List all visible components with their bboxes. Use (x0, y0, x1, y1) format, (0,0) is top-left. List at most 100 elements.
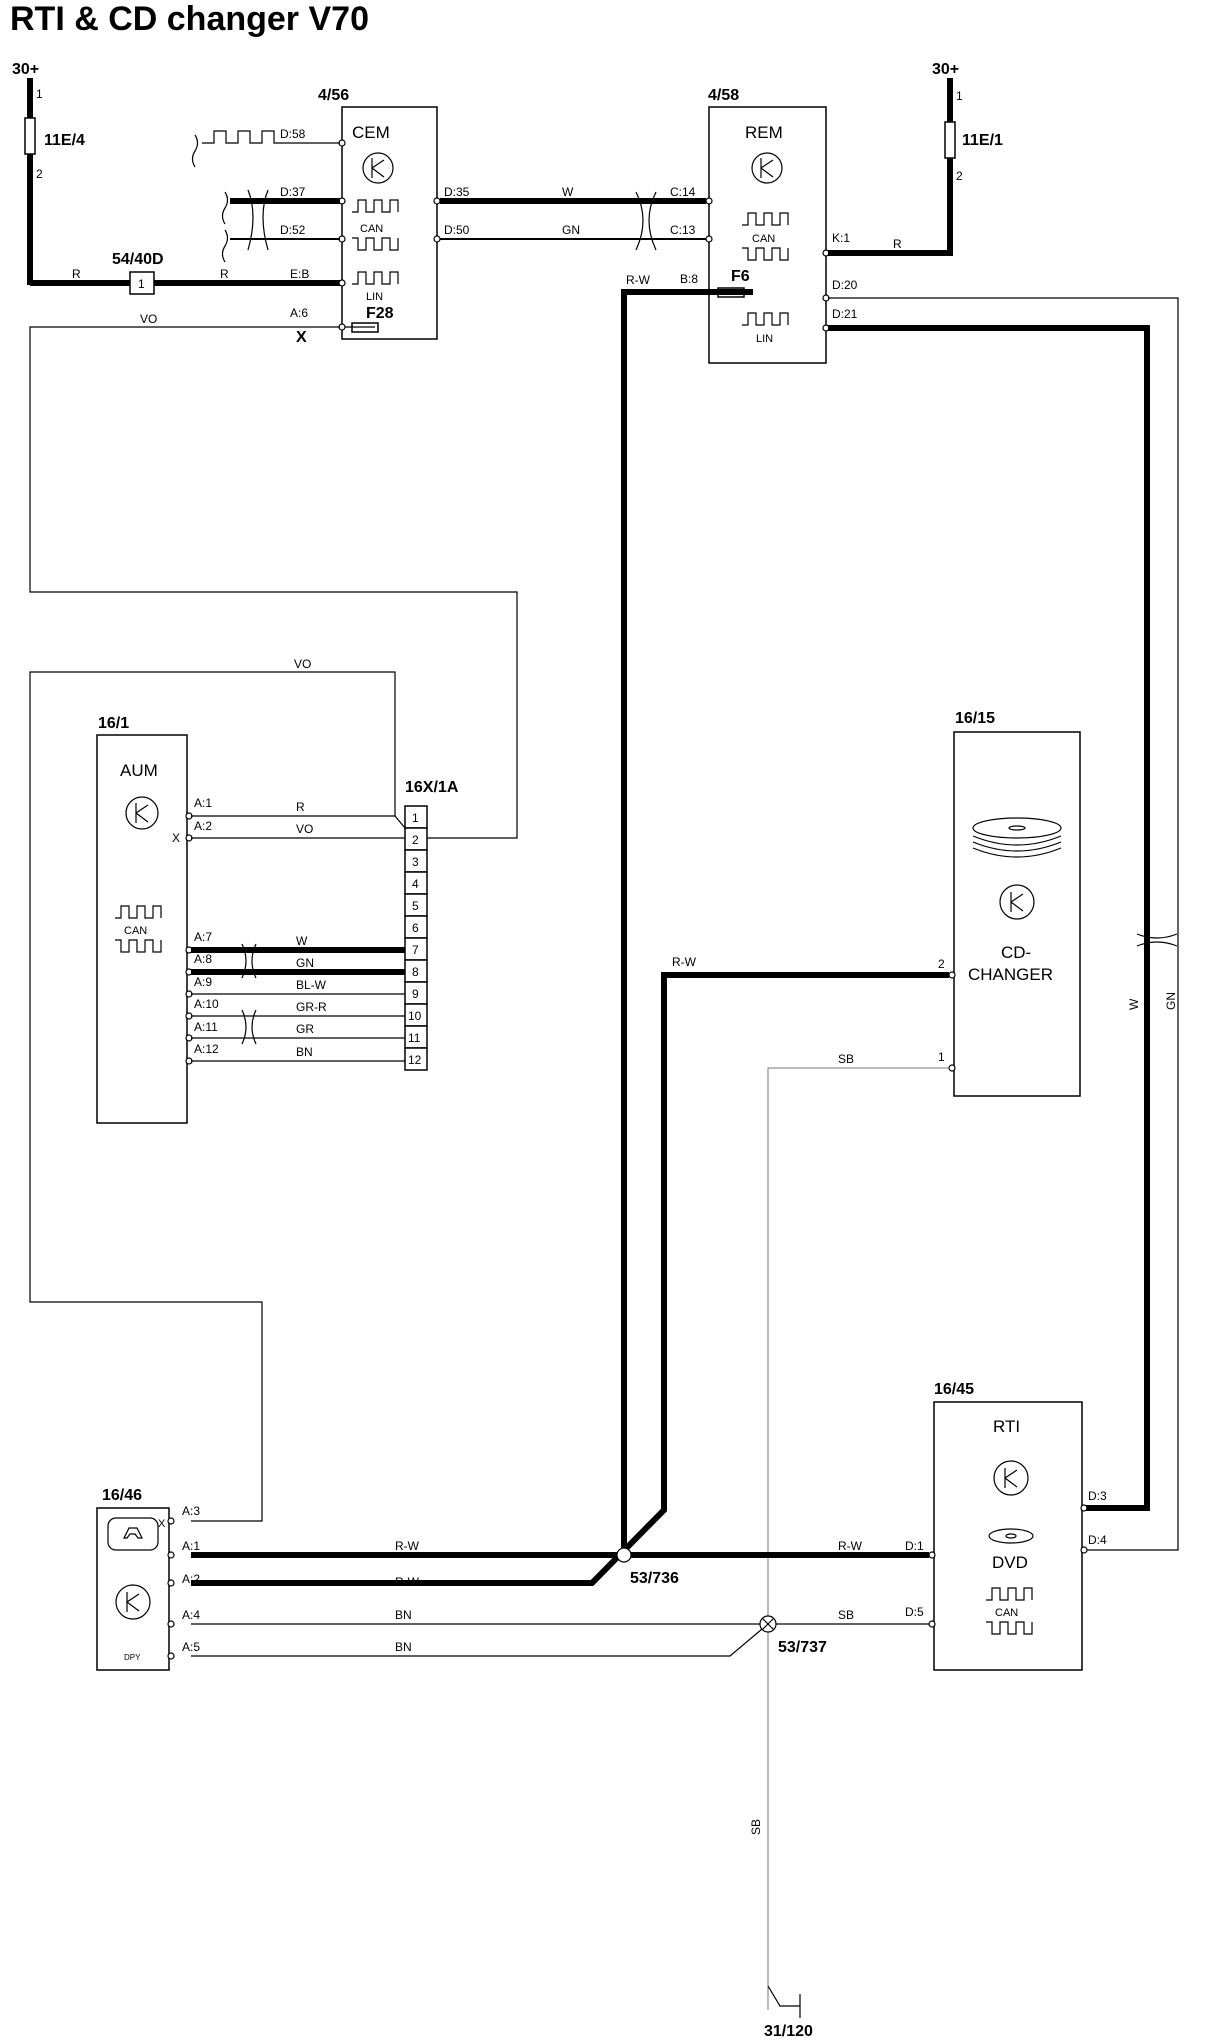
fuse-pin: 2 (956, 169, 963, 183)
pin-label: D:50 (444, 223, 470, 237)
twisted-pair (241, 1009, 257, 1045)
rti-module: 16/45 RTI DVD CAN D:3 D:4 D:1 D:5 (905, 1381, 1107, 1671)
pin-label: 1 (938, 1050, 945, 1064)
fuse-symbol (944, 121, 956, 159)
pin-label: D:5 (905, 1605, 924, 1619)
wire-color: SB (838, 1608, 854, 1622)
lin-label: LIN (756, 333, 773, 345)
wire-sb-cd (767, 1067, 949, 2010)
pin-label: A:9 (194, 975, 212, 989)
connector-id: 16X/1A (405, 779, 459, 796)
pin-dot (705, 235, 713, 243)
can-label: CAN (752, 233, 775, 245)
wire-color: GR (296, 1022, 314, 1036)
connector-pin: 10 (408, 1009, 422, 1023)
pin-label: A:5 (182, 1640, 200, 1654)
connector-pin: 1 (412, 811, 419, 825)
twisted-pair (241, 943, 257, 979)
pin-label: C:13 (670, 223, 696, 237)
wire-color: GN (562, 223, 580, 237)
wire-color: R-W (395, 1575, 420, 1589)
connector-pin: 2 (412, 833, 419, 847)
pin-label: A:11 (194, 1020, 218, 1034)
pin-label: D:1 (905, 1539, 924, 1553)
car-icon (123, 1527, 143, 1539)
dvd-label: DVD (992, 1553, 1028, 1572)
connector-pin: 5 (412, 899, 419, 913)
pin-label: A:10 (194, 997, 219, 1011)
can-signal-icon (115, 905, 162, 919)
pin-label: A:1 (194, 796, 212, 810)
pin-dot (948, 1064, 956, 1072)
connector-pin: 11 (408, 1031, 421, 1045)
wire-rw-cd (191, 972, 949, 1586)
pin-label: A:7 (194, 930, 212, 944)
module-name: CD- (1001, 943, 1031, 962)
disc-hole (1008, 825, 1026, 831)
fuse-pin: 1 (36, 87, 43, 101)
dpy-module: 16/46 DPY X A:3 A:1 A:2 A:4 A:5 (96, 1487, 200, 1671)
pin-label: B:8 (680, 272, 698, 286)
connector-cell (404, 1047, 428, 1071)
connector-pin: 3 (412, 855, 419, 869)
transistor-icon (760, 158, 774, 178)
splice-label: 53/736 (630, 1570, 679, 1587)
splice-label: 53/737 (778, 1639, 827, 1656)
pin-dot (433, 197, 441, 205)
wire-color: VO (294, 657, 311, 671)
x-mark: X (296, 329, 307, 346)
pin-label: A:1 (182, 1539, 200, 1553)
wire-color: GN (296, 956, 314, 970)
pin-label: D:52 (280, 223, 306, 237)
wire-color: R (893, 237, 902, 251)
page-title: RTI & CD changer V70 (10, 0, 369, 38)
wire-vo-loop (29, 671, 396, 1522)
pin-label: 2 (938, 957, 945, 971)
fuse-label: F6 (731, 268, 750, 285)
fuse-label: 11E/1 (962, 132, 1003, 149)
can-signal-icon (352, 237, 399, 251)
ground-label: 31/120 (764, 2023, 813, 2040)
lin-signal-icon (742, 312, 789, 326)
pin-dot (1080, 1546, 1088, 1554)
pin-label: A:4 (182, 1608, 200, 1622)
module-id: 16/46 (102, 1487, 142, 1504)
connector-pin: 9 (412, 987, 419, 1001)
pulse-wire (202, 130, 340, 144)
wire-color: GR-R (296, 1000, 327, 1014)
wire-color: R-W (672, 955, 697, 969)
disc-stack-icon (972, 817, 1062, 839)
wire-color: R-W (395, 1539, 420, 1553)
fuse-label: F28 (366, 305, 394, 322)
wire-vo (29, 326, 518, 839)
pin-label: D:21 (832, 307, 858, 321)
twisted-pair (1136, 933, 1178, 947)
pin-dot (167, 1652, 175, 1660)
module-name: DPY (124, 1653, 141, 1662)
wire-color: SB (749, 1819, 763, 1835)
connector-pin: 8 (412, 965, 419, 979)
pin-label: A:6 (290, 306, 308, 320)
cd-changer-box (953, 731, 1081, 1097)
ecu-icon (362, 152, 394, 184)
x-mark: X (158, 1518, 166, 1530)
connector-pin: 12 (408, 1053, 422, 1067)
transistor-icon (135, 803, 149, 823)
module-name: RTI (993, 1417, 1020, 1436)
pin-label: A:2 (182, 1572, 200, 1586)
transistor-icon (1010, 892, 1024, 912)
pin-dot (167, 1579, 175, 1587)
wire-color: R (296, 800, 305, 814)
rem-module: 4/58 REM CAN LIN F6 C:14 C:13 B:8 K:1 D:… (670, 87, 858, 364)
wire-color: R-W (626, 273, 651, 287)
wire-color: W (1127, 998, 1141, 1010)
pin-label: A:3 (182, 1504, 200, 1518)
module-id: 4/58 (708, 87, 739, 104)
pin-dot (705, 197, 713, 205)
module-name: CEM (352, 123, 390, 142)
pin-dot (928, 1551, 936, 1559)
splice-53-736 (616, 1547, 632, 1563)
transistor-icon (1004, 1468, 1018, 1488)
wire-color: VO (296, 822, 313, 836)
cut-wire (191, 134, 199, 168)
